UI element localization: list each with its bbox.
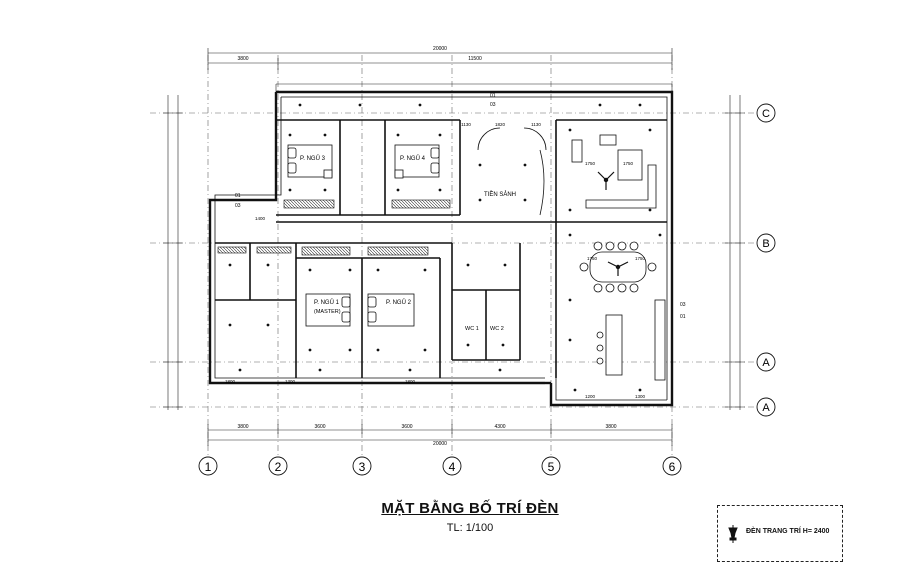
column-axis-bubbles [198,456,682,476]
level-marker-1: 01 [490,93,496,99]
dim-bottom-seg-4: 4300 [494,424,505,430]
dim-lobby-3: 1130 [531,122,541,127]
exterior-walls-inner [214,96,668,401]
living-sofa [571,134,657,209]
axis-col-4: 4 [449,460,456,474]
room-label-bedroom-4: P. NGỦ 4 [400,155,426,162]
room-label-bedroom-1-sub: (MASTER) [314,309,341,315]
dim-room-3: 1300 [285,379,296,384]
level-marker-6: 01 [680,314,686,320]
drawing-title: MẶT BẰNG BỐ TRÍ ĐÈN [381,500,559,517]
dim-dining-2: 1750 [635,256,646,261]
room-label-lobby: TIỀN SẢNH [484,191,516,198]
lobby-entrance [477,127,547,216]
dim-room-1: 1400 [255,216,266,221]
bed-4 [394,144,440,179]
top-dimensions [207,48,673,70]
kitchen-island [596,299,666,381]
dim-kitchen-2: 1300 [635,394,646,399]
bed-2 [367,293,415,327]
room-label-bedroom-2: P. NGỦ 2 [386,299,412,306]
axis-row-a2: A [762,402,770,414]
dim-kitchen-1: 1200 [585,394,596,399]
level-marker-3: 01 [235,193,241,199]
dim-lobby-2: 1820 [495,122,506,127]
canopy [275,83,673,92]
bottom-dimensions [207,424,673,446]
axis-row-b: B [762,238,769,250]
room-label-wc-2: WC 2 [490,326,504,332]
level-marker-2: 03 [490,102,496,108]
level-marker-5: 03 [680,302,686,308]
dim-overall-top: 20000 [433,46,447,52]
room-label-bedroom-3: P. NGỦ 3 [300,155,326,162]
dim-dining-1: 1750 [587,256,598,261]
floor-plan: 20000 3800 11500 3800 3600 3600 4300 380… [150,46,776,476]
axis-col-1: 1 [205,460,212,474]
drawing-scale: TL: 1/100 [446,522,494,534]
dim-top-seg-2: 11500 [468,56,482,62]
dim-top-seg-1: 3800 [237,56,248,62]
axis-row-c: C [762,108,770,120]
dim-bottom-seg-5: 3800 [605,424,616,430]
axis-col-6: 6 [669,460,676,474]
legend-box: ĐÈN TRANG TRÍ H= 2400 [717,505,843,562]
side-dimensions [163,95,745,410]
wardrobes [217,199,451,256]
bed-3 [287,144,333,179]
dim-room-2: 1800 [225,379,236,384]
dining-table [579,241,657,293]
dim-living-1: 1750 [585,161,596,166]
room-label-bedroom-1: P. NGỦ 1 [314,299,340,306]
dim-overall-bottom: 20000 [433,441,447,447]
dim-living-2: 1750 [623,161,634,166]
downlights [228,103,662,392]
level-marker-4: 03 [235,203,241,209]
pendant-fixtures [597,171,629,276]
grid-lines [150,55,760,455]
decorative-lamp-icon [728,525,738,543]
axis-col-2: 2 [275,460,282,474]
room-label-wc-1: WC 1 [465,326,479,332]
bed-1 [305,293,351,327]
dim-room-4: 1800 [405,379,416,384]
axis-col-5: 5 [548,460,555,474]
dim-bottom-seg-2: 3600 [314,424,325,430]
dim-bottom-seg-1: 3800 [237,424,248,430]
dim-lobby-1: 1130 [461,122,471,127]
axis-row-a1: A [762,357,770,369]
dim-bottom-seg-3: 3600 [401,424,412,430]
interior-walls [215,119,667,378]
axis-col-3: 3 [359,460,366,474]
row-axis-bubbles [756,103,776,417]
legend-label: ĐÈN TRANG TRÍ H= 2400 [746,528,830,535]
